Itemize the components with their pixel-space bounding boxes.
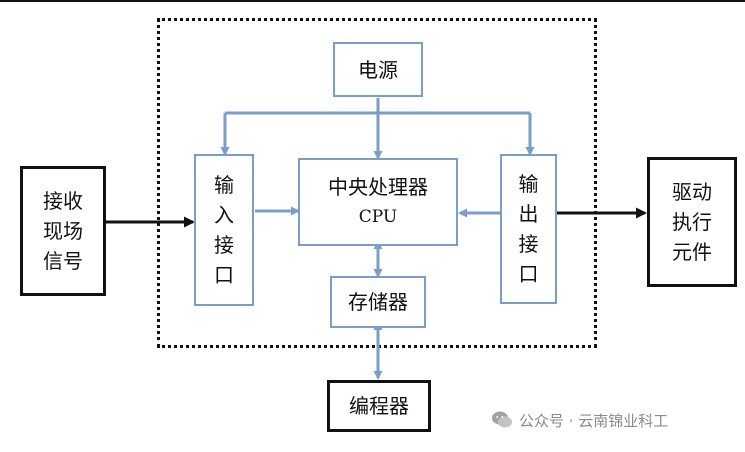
top-edge-line	[0, 0, 745, 2]
input-interface-label: 输 入 接 口	[214, 173, 234, 287]
cpu-label-english: CPU	[358, 207, 398, 227]
actuator-box: 驱动 执行 元件	[647, 157, 737, 287]
memory-label: 存储器	[348, 290, 408, 314]
output-interface-label: 输 出 接 口	[518, 172, 539, 286]
cpu-box: 中央处理器 CPU	[298, 158, 458, 246]
actuator-label: 驱动 执行 元件	[672, 180, 712, 264]
memory-box: 存储器	[330, 276, 426, 328]
output-interface-box: 输 出 接 口	[500, 154, 557, 304]
power-label: 电源	[358, 57, 398, 82]
input-interface-box: 输 入 接 口	[194, 154, 254, 306]
cpu-label-chinese: 中央处理器	[328, 175, 428, 199]
power-box: 电源	[333, 42, 423, 97]
watermark: 公众号 · 云南锦业科工	[491, 409, 668, 431]
programmer-box: 编程器	[327, 380, 431, 432]
field-signal-label: 接收 现场 信号	[43, 189, 83, 273]
watermark-text: 公众号 · 云南锦业科工	[519, 411, 669, 430]
programmer-label: 编程器	[349, 394, 409, 418]
wechat-icon	[492, 411, 512, 428]
field-signal-box: 接收 现场 信号	[20, 166, 106, 296]
